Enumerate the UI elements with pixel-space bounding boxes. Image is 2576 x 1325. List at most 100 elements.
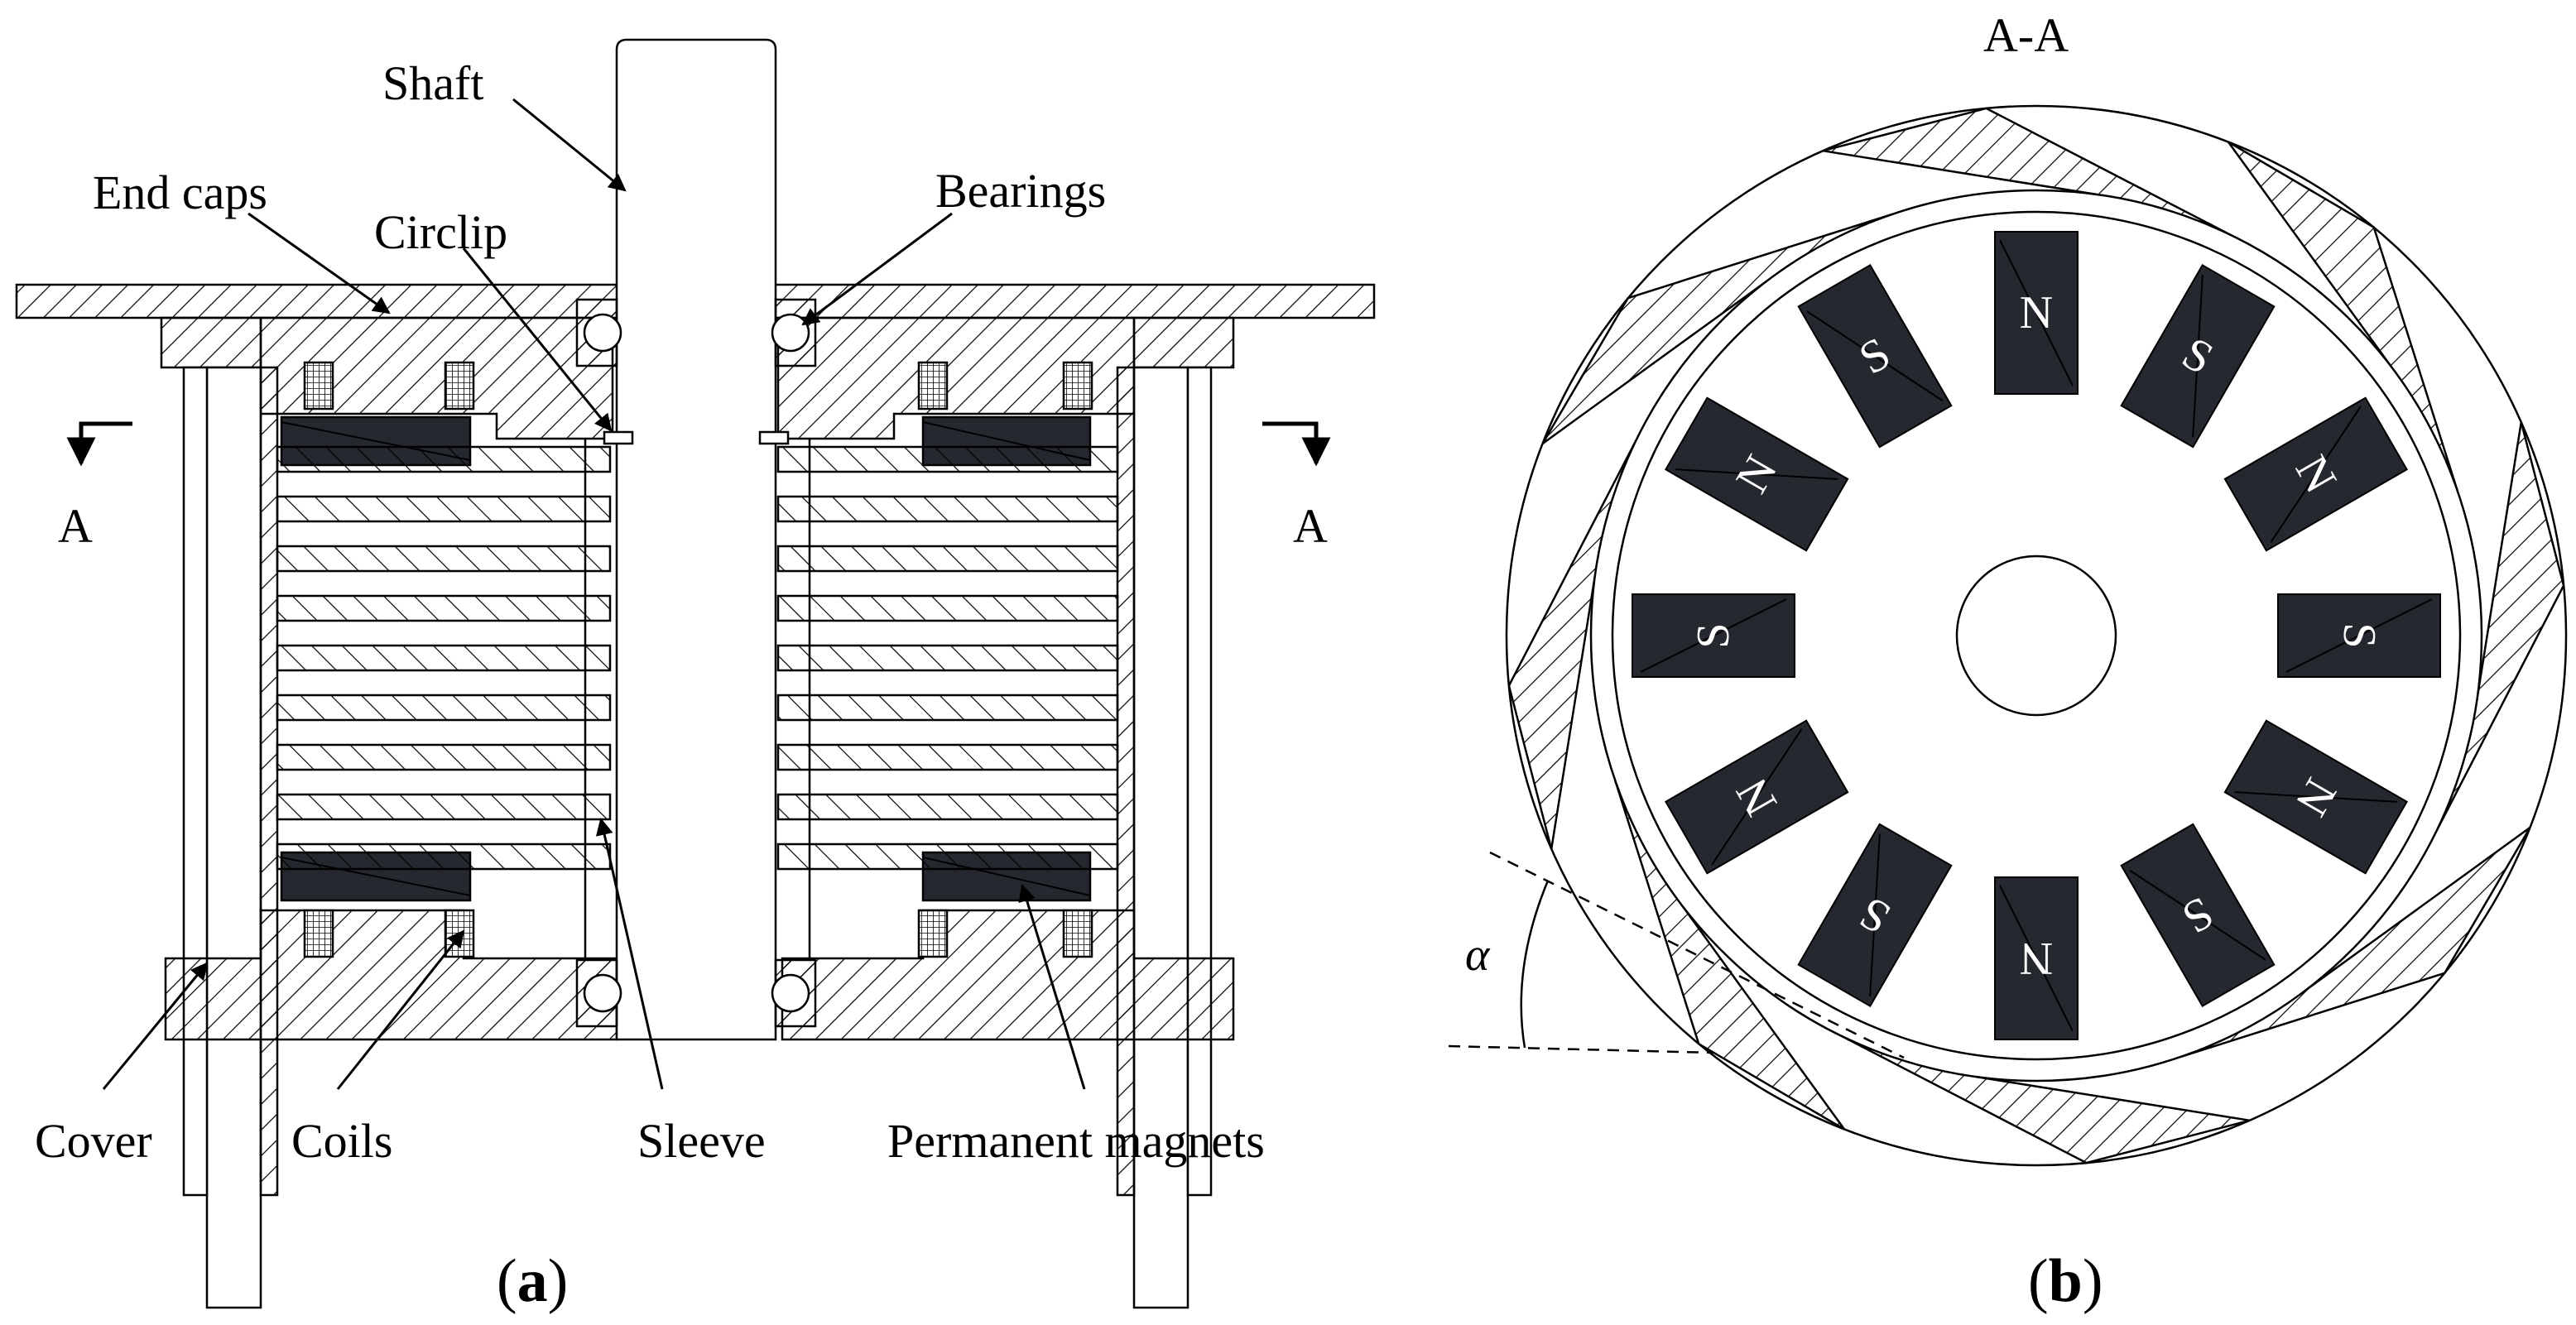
plate-left-8 xyxy=(276,793,612,821)
rotor-magnet-stripe xyxy=(2129,869,2266,961)
leader-coils xyxy=(336,929,465,1090)
leader-permanent-magnets xyxy=(1018,883,1086,1090)
rotor-magnet-9: N xyxy=(1665,719,1849,875)
leader-bearings xyxy=(801,212,953,326)
rotor-magnet-10: S xyxy=(1632,593,1795,678)
label-permanent-magnets: Permanent magnets xyxy=(887,1114,1265,1168)
rotor-magnet-stripe xyxy=(2192,274,2204,438)
plate-left-6 xyxy=(276,694,612,722)
panel-a-labels: Shaft End caps Circlip Bearings A A Cove… xyxy=(35,56,1328,1168)
rotor-magnet-2: S xyxy=(2120,264,2276,449)
coil-bottom-4 xyxy=(1062,909,1093,958)
caption-b: (b) xyxy=(2028,1247,2103,1315)
rotor-magnet-stripe xyxy=(1999,885,2074,1032)
shaft-body xyxy=(615,38,777,1041)
leader-shaft xyxy=(512,98,627,192)
end-cap-lower-left xyxy=(164,909,618,1041)
rotor-magnet-7: N xyxy=(1994,876,2079,1040)
rotor-magnet-6: S xyxy=(2120,823,2276,1007)
rotor-magnet-pole-label: N xyxy=(2020,287,2053,338)
label-section-left: A xyxy=(58,499,93,553)
circlip-left xyxy=(603,430,634,445)
label-coils: Coils xyxy=(291,1114,393,1168)
cover-left-inner xyxy=(259,366,279,1197)
label-shaft: Shaft xyxy=(382,56,483,110)
plate-right-6 xyxy=(776,694,1119,722)
caption-a: (a) xyxy=(497,1247,568,1315)
plate-right-5 xyxy=(776,644,1119,672)
coil-top-2 xyxy=(444,361,475,410)
cover-left-outer xyxy=(205,366,262,1309)
cover-left-frame xyxy=(182,366,209,1197)
plate-left-5 xyxy=(276,644,612,672)
label-cover: Cover xyxy=(35,1114,152,1168)
rotor-magnet-8: S xyxy=(1797,823,1953,1007)
leader-end-caps xyxy=(248,212,391,314)
label-section-right: A xyxy=(1293,499,1328,553)
rotor-magnet-1: N xyxy=(1994,231,2079,395)
bearing-top-right xyxy=(771,298,817,367)
rotor-magnet-5: N xyxy=(2223,719,2408,875)
rotor-magnet-stripe xyxy=(2285,598,2433,673)
rotor-magnet-11: N xyxy=(1665,396,1849,552)
rotor-magnet-4: S xyxy=(2277,593,2441,678)
coil-top-3 xyxy=(917,361,949,410)
leader-cover xyxy=(102,962,209,1090)
plate-right-9 xyxy=(776,843,1119,871)
circlip-right xyxy=(758,430,790,445)
rotor-magnet-stripe xyxy=(2270,406,2362,543)
label-end-caps: End caps xyxy=(93,166,267,219)
label-bearings: Bearings xyxy=(935,164,1106,218)
coil-top-4 xyxy=(1062,361,1093,410)
bearing-top-left xyxy=(575,298,622,367)
angle-line-upper xyxy=(1489,851,1905,1059)
rotor-magnet-pole-label: S xyxy=(1688,622,1739,648)
plate-right-3 xyxy=(776,545,1119,573)
section-marker-right xyxy=(1262,421,1331,467)
rotor-magnet-stripe xyxy=(1999,239,2074,386)
laminated-plates xyxy=(276,445,1119,871)
coil-bottom-1 xyxy=(303,909,334,958)
cover-right-frame xyxy=(1186,366,1213,1197)
rotor-magnet-stripe xyxy=(1806,310,1944,402)
panel-a-cross-section xyxy=(15,38,1376,1309)
leader-circlip xyxy=(462,247,613,432)
plate-left-9 xyxy=(276,843,612,871)
cover-right-inner xyxy=(1116,366,1136,1197)
plate-left-3 xyxy=(276,545,612,573)
leader-sleeve xyxy=(595,817,664,1090)
central-bore xyxy=(1955,554,2117,717)
cover-top-left xyxy=(160,316,262,369)
plate-right-7 xyxy=(776,743,1119,771)
cover-top-right xyxy=(1132,316,1235,369)
rotor-magnet-stripe xyxy=(1640,598,1787,673)
rotor-magnet-stripe xyxy=(1675,468,1838,480)
section-marker-left xyxy=(66,421,132,467)
plate-right-8 xyxy=(776,793,1119,821)
section-title: A-A xyxy=(1983,8,2069,62)
rotor-magnet-stripe xyxy=(1869,833,1881,997)
plate-left-7 xyxy=(276,743,612,771)
label-sleeve: Sleeve xyxy=(637,1114,766,1168)
plate-right-4 xyxy=(776,594,1119,622)
rotor-magnet-pole-label: S xyxy=(2333,622,2385,648)
rotor-magnet-stripe xyxy=(2234,791,2398,803)
rotor-magnet-stripe xyxy=(1711,728,1803,866)
plate-left-4 xyxy=(276,594,612,622)
bearing-bottom-left xyxy=(575,958,622,1028)
bearing-bottom-right xyxy=(771,958,817,1028)
plate-right-2 xyxy=(776,495,1119,523)
rotor-magnet-3: N xyxy=(2223,396,2408,552)
rotor-magnet-pole-label: N xyxy=(2020,933,2053,984)
label-circlip: Circlip xyxy=(374,205,507,259)
plate-left-2 xyxy=(276,495,612,523)
angle-arc xyxy=(1520,880,1550,1049)
panel-a-leaders xyxy=(102,98,1086,1090)
coil-bottom-3 xyxy=(917,909,949,958)
coil-top-1 xyxy=(303,361,334,410)
rotor-magnet-12: S xyxy=(1797,264,1953,449)
angle-label: α xyxy=(1465,929,1491,981)
